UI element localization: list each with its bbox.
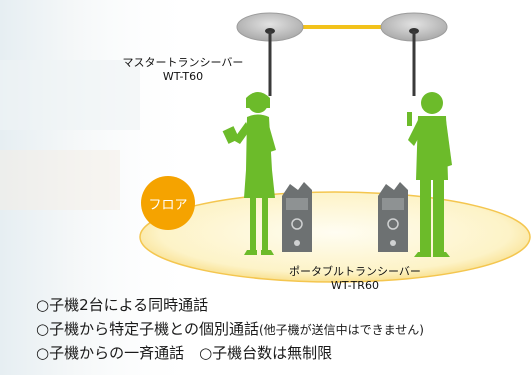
portable-title: ポータブルトランシーバー [289,265,421,278]
floor-label: フロア [148,197,188,213]
feature-line: ○子機2台による同時通話 [36,296,208,314]
portable-transceiver-label: ポータブルトランシーバー WT-TR60 [270,265,440,293]
person-icon [222,92,276,255]
master-model: WT-T60 [162,70,204,83]
master-transceiver-label: マスタートランシーバー WT-T60 [108,56,258,84]
person-icon [407,92,452,257]
ceiling-antenna-icon [236,12,304,96]
feature-line: ○子機からの一斉通話 ○子機台数は無制限 [36,344,332,362]
portable-transceiver-icon [282,182,312,252]
floor-area [139,191,531,283]
feature-text: ○子機2台による同時通話 [36,296,209,314]
feature-line: ○子機から特定子機との個別通話(他子機が送信中はできません) [36,320,424,339]
feature-text: ○子機から特定子機との個別通話 [36,320,259,338]
feature-note: (他子機が送信中はできません) [258,323,424,337]
portable-transceiver-icon [378,182,408,252]
portable-model: WT-TR60 [331,279,379,292]
feature-text: ○子機からの一斉通話 ○子機台数は無制限 [36,344,333,362]
floor-badge: フロア [141,176,195,230]
ceiling-antenna-icon [380,12,448,96]
master-title: マスタートランシーバー [122,56,244,69]
